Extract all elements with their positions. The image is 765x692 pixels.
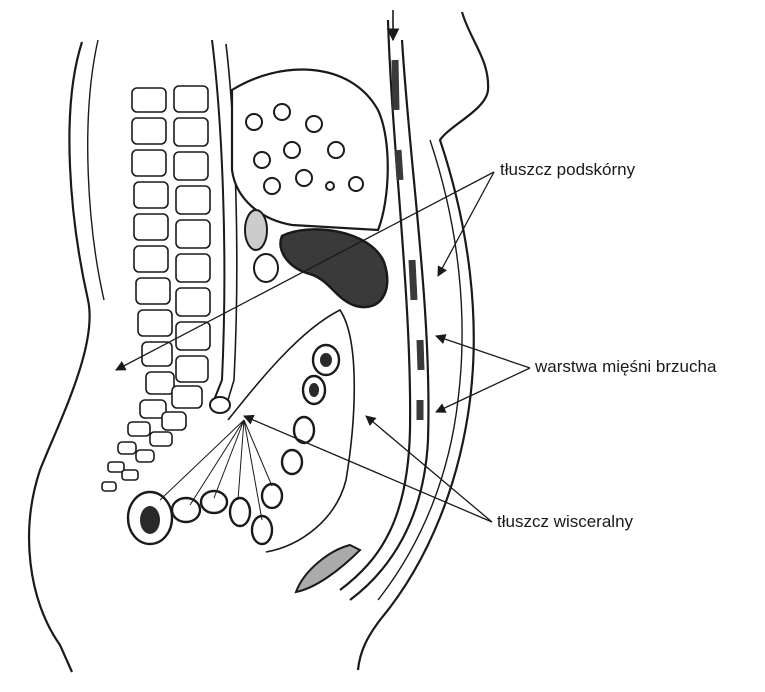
back-skin-outline [29,42,90,672]
pubic-muscle-end [296,545,360,592]
chest-cavity [232,70,388,230]
psoas-band [212,40,224,400]
kidney-organ [280,229,387,307]
small-organ-1 [245,210,267,250]
back-skin-inner [88,40,104,300]
small-organ-2 [254,254,278,282]
label-abdominal-muscle-layer: warstwa mięśni brzucha [535,357,716,377]
spine [102,86,210,491]
label-subcutaneous-fat: tłuszcz podskórny [500,160,635,180]
label-visceral-fat: tłuszcz wisceralny [497,512,633,532]
vessel-left [210,397,230,413]
